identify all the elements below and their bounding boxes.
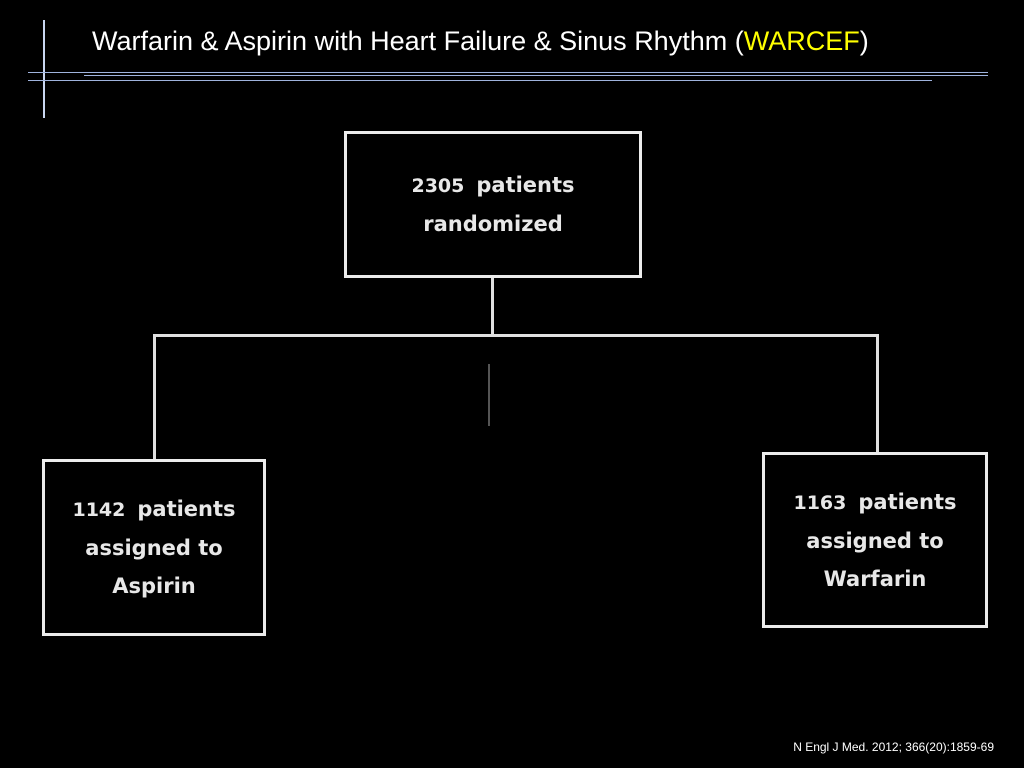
title-main-text: Warfarin & Aspirin with Heart Failure & … xyxy=(92,26,744,56)
title-vertical-rule xyxy=(43,20,45,118)
warfarin-node-label1: patients xyxy=(858,489,957,514)
warfarin-node-box: 1163 patients assigned to Warfarin xyxy=(762,452,988,628)
title-accent-text: WARCEF xyxy=(743,26,860,56)
aspirin-node-label2: assigned to xyxy=(85,536,223,560)
title-close-text: ) xyxy=(859,26,869,56)
branch-horizontal-connector xyxy=(153,334,879,337)
warfarin-node-line1: 1163 patients xyxy=(793,483,956,522)
page-title: Warfarin & Aspirin with Heart Failure & … xyxy=(92,26,869,57)
root-node-line1: 2305 patients xyxy=(411,166,574,205)
root-node-label2: randomized xyxy=(423,212,563,236)
warfarin-node-count: 1163 xyxy=(793,491,847,514)
warfarin-node-label2: assigned to xyxy=(806,528,944,553)
citation-text: N Engl J Med. 2012; 366(20):1859-69 xyxy=(793,740,994,754)
root-node-label1: patients xyxy=(476,173,575,197)
aspirin-node-label3: Aspirin xyxy=(112,574,196,598)
title-underline-mid xyxy=(84,75,988,76)
right-branch-connector xyxy=(876,334,879,454)
aspirin-node-label1: patients xyxy=(137,497,236,521)
left-branch-connector xyxy=(153,334,156,460)
title-underline-top xyxy=(28,72,988,73)
root-stem-connector xyxy=(491,276,494,336)
aspirin-node-count: 1142 xyxy=(72,499,126,521)
aspirin-node-line1: 1142 patients xyxy=(72,490,235,529)
title-underline-bottom xyxy=(28,80,932,81)
aspirin-node-box: 1142 patients assigned to Aspirin xyxy=(42,459,266,636)
root-node-count: 2305 xyxy=(411,175,465,197)
root-node-box: 2305 patients randomized xyxy=(344,131,642,278)
warfarin-node-label3: Warfarin xyxy=(823,566,927,591)
center-faint-connector xyxy=(488,364,490,426)
